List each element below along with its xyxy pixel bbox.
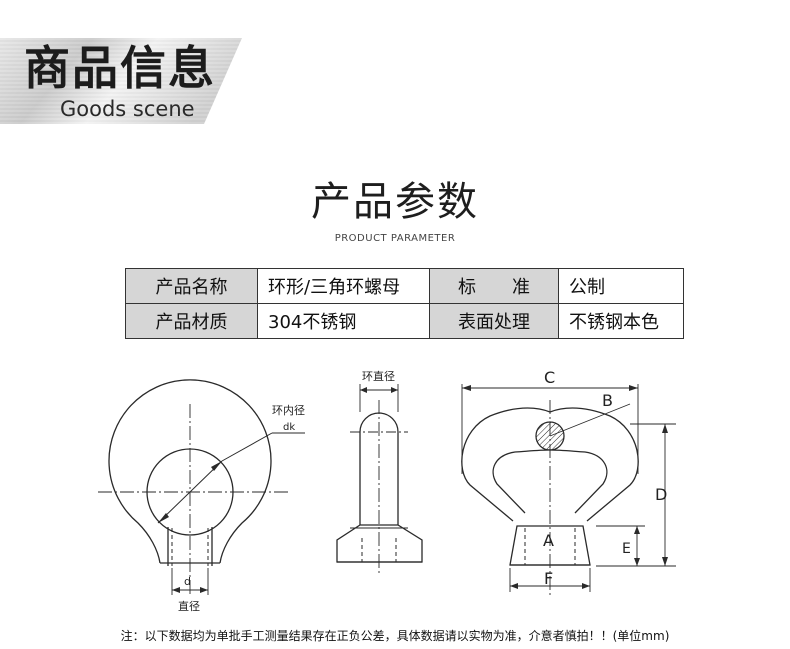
dim-e-label: E [622,541,631,557]
eye-nut-side-view [336,384,423,575]
diameter-label: 直径 [178,599,200,613]
param-key: 产品名称 [125,268,258,304]
dim-a-label: A [543,531,554,550]
table-row: 产品材质 304不锈钢 表面处理 不锈钢本色 [125,303,684,339]
dim-c-label: C [544,368,555,387]
param-value: 不锈钢本色 [558,303,684,339]
dim-b-label: B [602,391,613,410]
header-banner [0,38,242,124]
eye-nut-front-view [98,379,305,595]
technical-drawing: 环内径 dk d 直径 环直径 C B D A E F [98,368,676,613]
param-key: 表面处理 [429,303,559,339]
banner-title: 商品信息 [24,41,216,95]
parameter-table: 产品名称 环形/三角环螺母 标 准 公制 产品材质 304不锈钢 表面处理 不锈… [125,268,684,339]
triangle-eye-nut-view [461,384,676,595]
param-value: 304不锈钢 [257,303,430,339]
dim-d-label: D [655,485,667,504]
param-key: 标 准 [429,268,559,304]
d-symbol: d [184,575,191,588]
ring-diameter-label: 环直径 [362,369,395,383]
dim-f-label: F [544,569,553,588]
table-row: 产品名称 环形/三角环螺母 标 准 公制 [125,268,684,304]
inner-diameter-label: 环内径 [272,403,305,417]
footer-note: 注：以下数据均为单批手工测量结果存在正负公差，具体数据请以实物为准，介意者慎拍！… [120,629,670,643]
section-subtitle: PRODUCT PARAMETER [334,233,456,244]
section-title: 产品参数 [311,179,479,225]
param-value: 环形/三角环螺母 [257,268,430,304]
param-value: 公制 [558,268,684,304]
param-key: 产品材质 [125,303,258,339]
banner-subtitle: Goods scene [60,97,195,121]
dk-symbol: dk [283,422,295,433]
